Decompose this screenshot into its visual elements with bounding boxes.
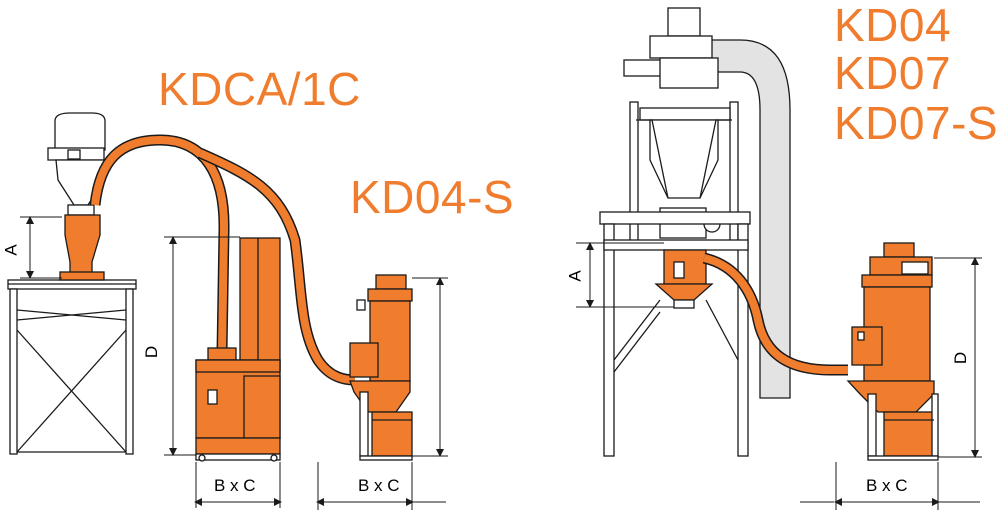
- title-kd04: KD04: [834, 0, 952, 51]
- kd04s-control-box: [349, 342, 379, 378]
- collector-top-cap: [207, 347, 237, 361]
- kd07-control-box: [851, 326, 883, 366]
- collector-unit: [195, 237, 281, 462]
- title-kd07s: KD07-S: [834, 97, 999, 149]
- kd07-unit: [846, 242, 939, 461]
- dimension-d-left: [164, 236, 282, 508]
- title-kdca: KDCA/1C: [158, 63, 361, 115]
- exhaust-pipe: [699, 39, 791, 399]
- filter-housing: [54, 112, 106, 151]
- dim-label-d-right: D: [951, 351, 971, 365]
- dimension-a-right: [576, 242, 674, 308]
- kd04s-unit: [349, 274, 413, 461]
- dimension-d-right: [800, 257, 982, 510]
- dim-label-d-left: D: [142, 345, 162, 359]
- transport-duct-left: [89, 134, 230, 353]
- cyclone-tower: [599, 7, 751, 457]
- dim-label-a-left: A: [1, 244, 21, 256]
- dim-label-a-right: A: [565, 270, 585, 282]
- fan-motor: [667, 7, 701, 37]
- collector-tube: [239, 237, 281, 371]
- support-leg-right: [125, 288, 134, 455]
- dimension-kd04s: [316, 277, 448, 510]
- title-kd04s: KD04-S: [350, 171, 515, 223]
- dim-label-bc-left-1: B x C: [214, 476, 256, 495]
- support-leg-left: [9, 288, 18, 455]
- orange-hopper-right: [654, 249, 714, 309]
- dim-label-bc-left-2: B x C: [358, 476, 400, 495]
- title-kd07: KD07: [834, 47, 952, 99]
- kdca-unit: [7, 112, 137, 455]
- orange-hopper: [64, 214, 101, 277]
- dim-label-bc-right: B x C: [866, 476, 908, 495]
